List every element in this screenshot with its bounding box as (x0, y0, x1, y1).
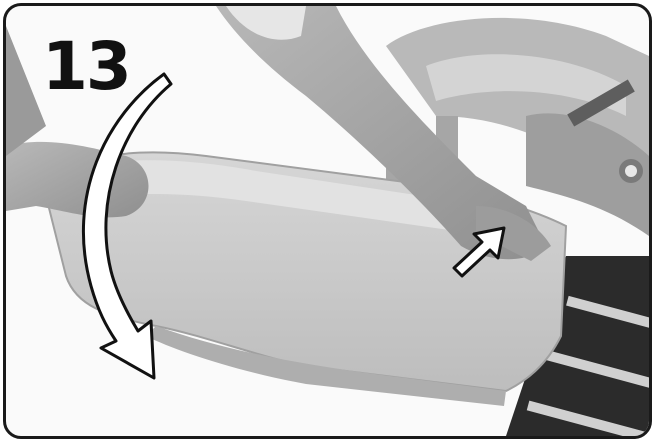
instruction-step-frame: 13 (3, 3, 652, 439)
step-number: 13 (42, 34, 130, 100)
